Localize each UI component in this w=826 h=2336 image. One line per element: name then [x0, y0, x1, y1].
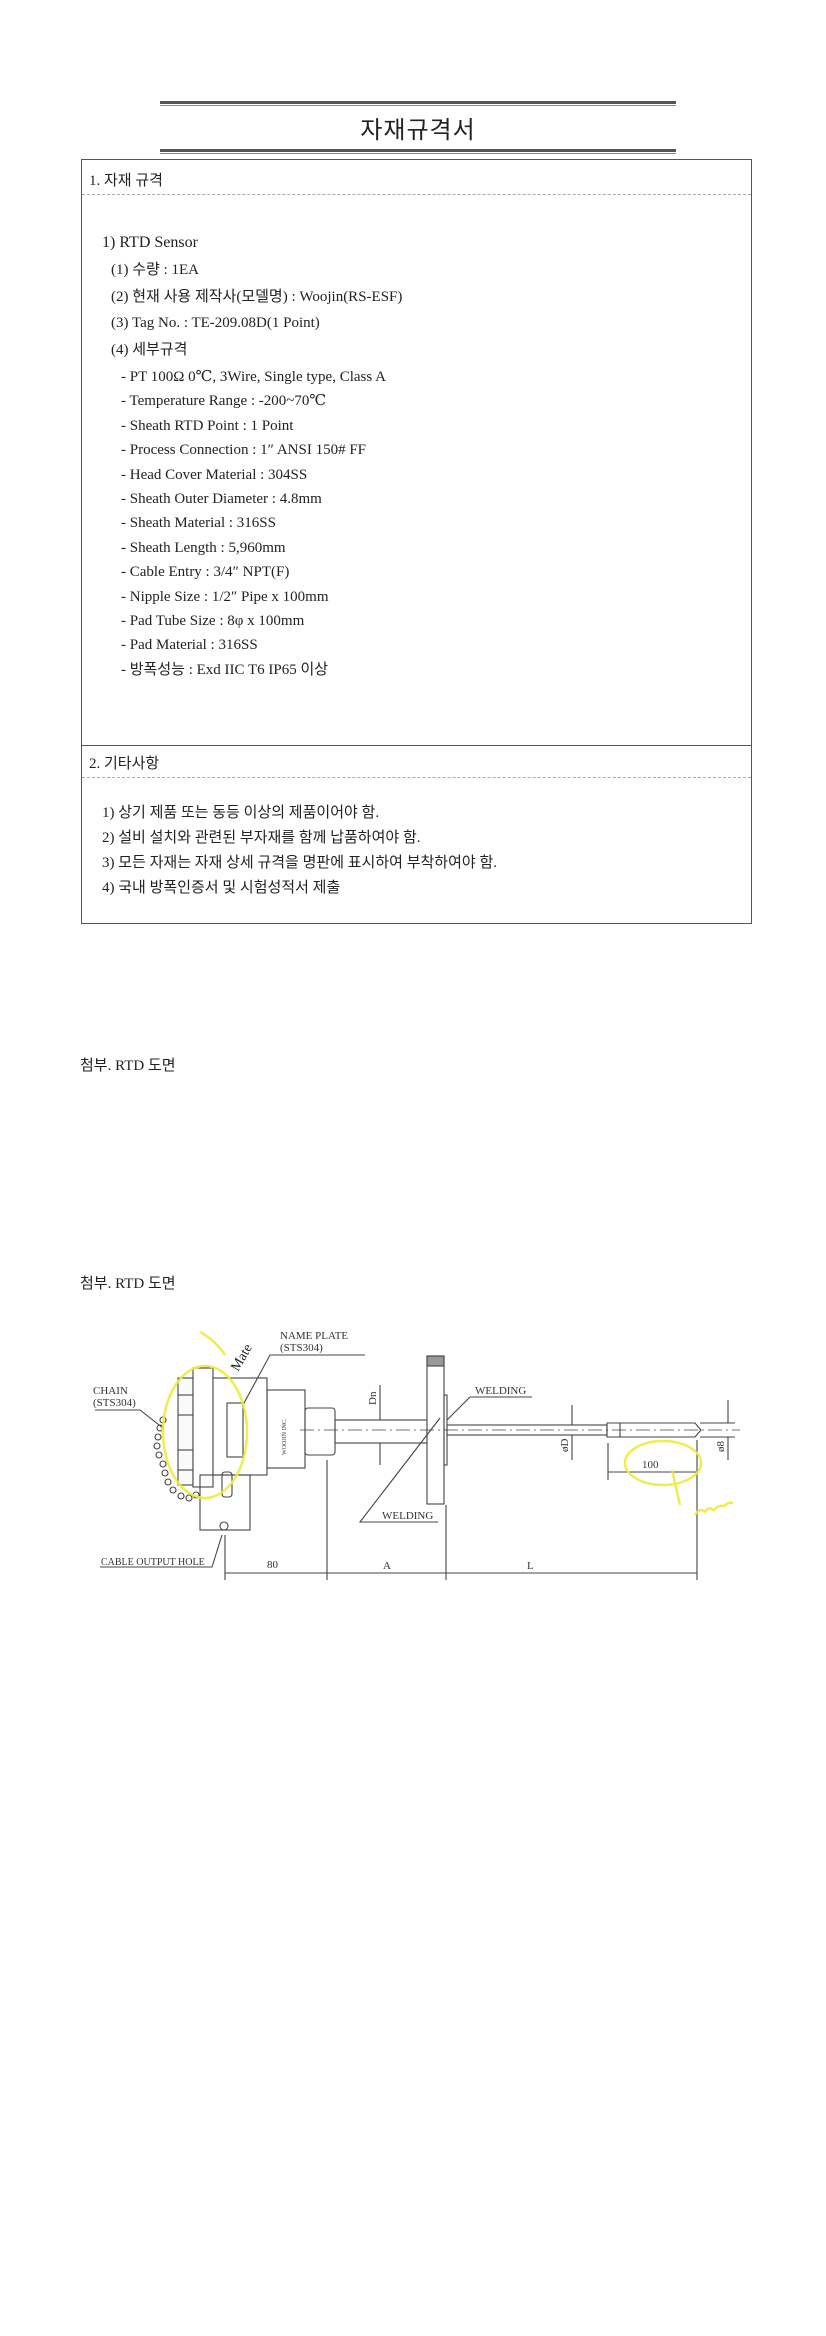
- attachment-label: 첨부. RTD 도면: [80, 1276, 176, 1292]
- spec-table: 1. 자재 규격 1) RTD Sensor (1) 수량 : 1EA (2) 현…: [81, 159, 752, 924]
- spec-detail: - Sheath RTD Point : 1 Point: [121, 417, 294, 434]
- spec-detail: - Head Cover Material : 304SS: [121, 466, 308, 483]
- name-plate-label: NAME PLATE: [280, 1330, 348, 1342]
- welding-label: WELDING: [382, 1510, 433, 1522]
- title-rule-top: [160, 101, 676, 106]
- rtd-drawing: NAME PLATE (STS304) CHAIN (STS304) CABLE…: [93, 1330, 740, 1580]
- spec-detail: - Sheath Length : 5,960mm: [121, 539, 286, 556]
- spec-item: (4) 세부규격: [111, 342, 188, 359]
- spec-detail: - Process Connection : 1″ ANSI 150# FF: [121, 442, 367, 459]
- cable-hole: [219, 1521, 229, 1531]
- spec-detail: - Sheath Outer Diameter : 4.8mm: [121, 491, 322, 507]
- spec-detail: - Cable Entry : 3/4″ NPT(F): [121, 564, 290, 581]
- spec-detail: - PT 100Ω 0℃, 3Wire, Single type, Class …: [121, 369, 386, 385]
- dim-100: 100: [642, 1459, 659, 1471]
- pad-tube: [606, 1422, 702, 1438]
- nipple: [334, 1419, 428, 1444]
- head-cap: [177, 1377, 194, 1486]
- chain-material: (STS304): [93, 1397, 136, 1409]
- title-rule-bottom: [160, 149, 676, 154]
- spec-detail: - 방폭성능 : Exd IIC T6 IP65 이상: [121, 661, 329, 678]
- dim-l: L: [527, 1560, 534, 1572]
- spec-detail: - Pad Material : 316SS: [121, 637, 258, 654]
- od-label: øD: [559, 1439, 571, 1453]
- highlight-annotations: [161, 1330, 734, 1516]
- dim-80: 80: [267, 1559, 279, 1571]
- o8-label: ø8: [715, 1441, 727, 1453]
- remark-item: 2) 설비 설치와 관련된 부자재를 함께 납품하여야 함.: [102, 830, 421, 846]
- divider: [82, 194, 751, 195]
- spec-detail: - Pad Tube Size : 8φ x 100mm: [121, 613, 305, 629]
- section2-heading: 2. 기타사항: [89, 756, 160, 772]
- name-plate: [226, 1402, 244, 1458]
- page-title: 자재규격서: [360, 118, 476, 144]
- attachment-label: 첨부. RTD 도면: [80, 1058, 176, 1074]
- dn-label: Dn: [367, 1391, 379, 1405]
- spec-item: (2) 현재 사용 제작사(모델명) : Woojin(RS-ESF): [111, 288, 403, 305]
- remark-item: 3) 모든 자재는 자재 상세 규격을 명판에 표시하여 부착하여야 함.: [102, 855, 497, 871]
- nut: [304, 1407, 336, 1456]
- name-plate-material: (STS304): [280, 1342, 323, 1354]
- remark-item: 1) 상기 제품 또는 동등 이상의 제품이어야 함.: [102, 805, 380, 821]
- handwritten-note: Mate: [228, 1342, 255, 1374]
- section1-heading: 1. 자재 규격: [89, 173, 163, 189]
- spec-item: (1) 수량 : 1EA: [111, 262, 200, 278]
- plate-text: WOOJIN INC.: [282, 1418, 288, 1455]
- item-title: 1) RTD Sensor: [102, 234, 198, 251]
- spec-detail: - Nipple Size : 1/2″ Pipe x 100mm: [121, 588, 329, 605]
- spec-detail: - Temperature Range : -200~70℃: [121, 393, 327, 410]
- welding-label: WELDING: [475, 1385, 526, 1397]
- spec-detail: - Sheath Material : 316SS: [121, 515, 276, 532]
- head-cover: [192, 1367, 214, 1488]
- divider: [82, 777, 751, 778]
- spec-item: (3) Tag No. : TE-209.08D(1 Point): [111, 315, 320, 332]
- section-divider: [82, 745, 751, 746]
- dim-a: A: [383, 1560, 391, 1572]
- chain: [153, 1416, 200, 1502]
- remark-item: 4) 국내 방폭인증서 및 시험성적서 제출: [102, 880, 341, 896]
- chain-label: CHAIN: [93, 1385, 128, 1397]
- cable-output-hole-label: CABLE OUTPUT HOLE: [101, 1557, 205, 1568]
